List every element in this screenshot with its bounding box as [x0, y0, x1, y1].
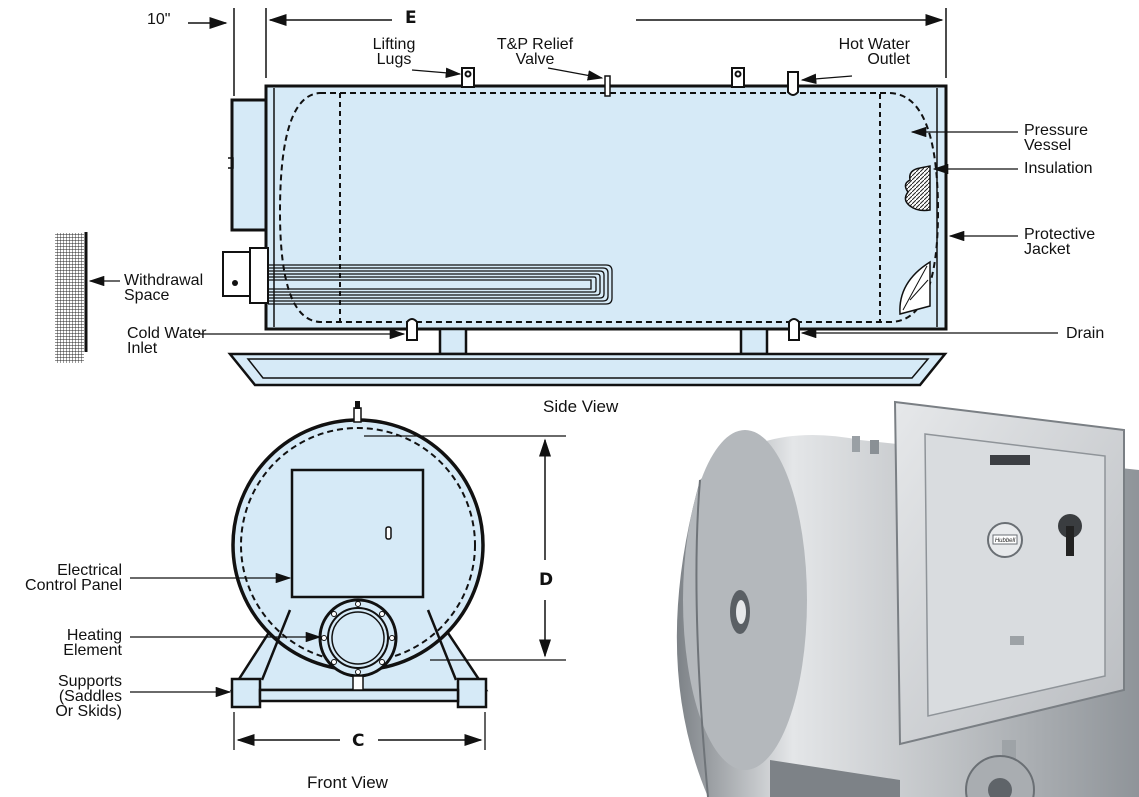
protective-jacket-label: Protective Jacket [1024, 226, 1096, 258]
heating-element-rods [268, 264, 613, 305]
front-heating-element [318, 598, 398, 678]
cold-water-inlet-side [406, 318, 418, 341]
supports-label: Supports (Saddles Or Skids) [55, 673, 122, 720]
side-view-drawing [55, 8, 1058, 387]
hot-water-outlet-side [787, 71, 799, 96]
heating-element-label: Heating Element [63, 627, 122, 659]
heater-photo: Hubbell [676, 400, 1139, 797]
cold-water-inlet-label: Cold Water Inlet [127, 325, 207, 357]
lifting-lug [461, 67, 745, 88]
hot-water-outlet-label: Hot Water Outlet [838, 36, 910, 68]
withdrawal-space-area [55, 233, 84, 363]
saddle-right [739, 327, 769, 356]
control-box-side [230, 98, 268, 232]
insulation-label: Insulation [1024, 160, 1093, 177]
electrical-control-panel-label: Electrical Control Panel [25, 562, 122, 594]
tp-relief-valve-side [604, 75, 611, 97]
lifting-lugs-label: Lifting Lugs [372, 36, 416, 68]
withdrawal-space-label: Withdrawal Space [124, 272, 204, 304]
length-dimension-label: E [405, 8, 417, 28]
brand-badge: Hubbell [995, 538, 1016, 544]
offset-dimension-label: 10" [147, 11, 171, 28]
pressure-vessel-outline [278, 92, 940, 323]
tp-relief-valve-label: T&P Relief Valve [496, 36, 574, 68]
front-view-caption: Front View [307, 773, 388, 792]
front-control-panel [290, 468, 425, 599]
drain-label: Drain [1066, 325, 1105, 342]
insulation-cutaway [904, 165, 931, 212]
drain-side [788, 318, 800, 341]
front-view-drawing [130, 401, 566, 750]
pressure-vessel-label: Pressure Vessel [1024, 122, 1089, 154]
width-dimension-label: C [352, 731, 365, 751]
saddle-left [438, 327, 468, 356]
heating-element-flange-side [222, 251, 251, 297]
height-dimension-label: D [539, 570, 554, 590]
side-view-caption: Side View [543, 397, 619, 416]
